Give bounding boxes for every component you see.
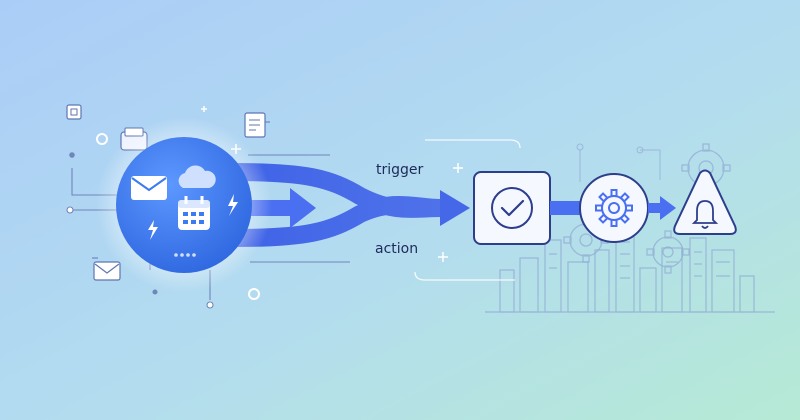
check-card [473,171,551,245]
page-dots [174,253,196,257]
frame-lines [414,139,521,281]
gear-icon [646,230,690,274]
decor-ring [248,288,260,300]
gear-icon [595,189,633,227]
integration-hub [96,117,272,293]
envelope-icon [92,257,121,281]
flow-arrow-main [440,190,470,226]
calendar-icon [178,196,210,230]
flow-ribbon-bottom [234,195,441,247]
check-circle-icon [491,187,533,229]
connector-bar [550,201,580,215]
decor-ring [96,133,108,145]
gear-node [579,173,649,243]
flow-arrows [234,163,470,247]
flow-arrow-inner [240,188,316,228]
bell-icon [691,200,719,229]
arrow-to-bell [648,196,676,220]
bell-node [673,169,737,235]
lightning-icon [148,220,158,240]
cloud-icon [178,165,216,188]
action-label: action [375,241,418,257]
envelope-icon [131,176,167,200]
city-skyline [485,229,775,313]
document-icon [244,112,270,138]
trigger-label: trigger [376,162,424,178]
circuit-lines [576,143,661,182]
chip-icon [66,104,82,120]
lightning-icon [228,194,238,216]
